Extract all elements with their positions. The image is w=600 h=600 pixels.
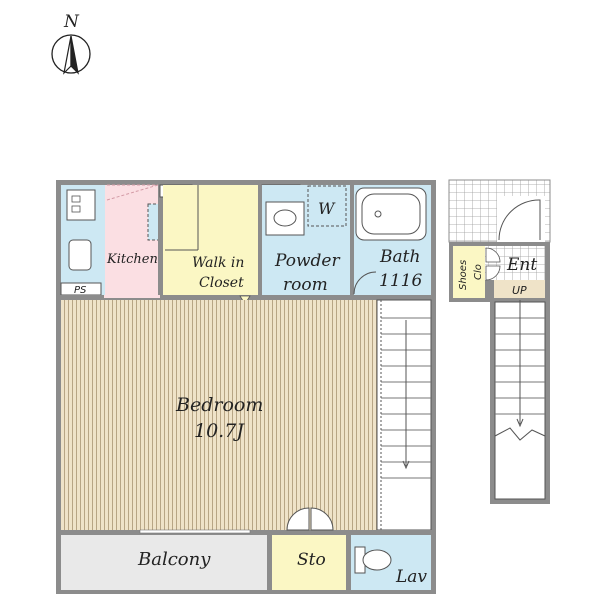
bedroom-label-line2: 10.7J — [194, 420, 245, 442]
cooktop-icon — [66, 189, 96, 221]
wash-basin-icon — [273, 209, 297, 227]
toilet-icon — [362, 549, 392, 571]
bathtub-drain-icon — [374, 210, 382, 218]
lavatory-wall — [346, 535, 351, 590]
compass-label: N — [63, 12, 80, 32]
burner-icon — [71, 195, 81, 203]
shoes-closet — [453, 246, 485, 298]
powder-room-label-line1: Powder — [274, 251, 340, 271]
balcony — [61, 535, 267, 590]
staircase — [376, 299, 432, 531]
entry-door-area — [497, 196, 545, 242]
closet-label-line2: Closet — [199, 275, 244, 291]
storage-wall — [267, 535, 272, 590]
bedroom-label-line1: Bedroom — [175, 394, 263, 416]
entry-door-swing — [498, 199, 541, 241]
bathtub-inner — [361, 193, 421, 235]
walk-in-closet — [163, 185, 258, 295]
storage-label: Sto — [297, 550, 326, 570]
closet-label-line1: Walk in — [192, 255, 244, 271]
pipe-space-label: PS — [74, 285, 87, 296]
storage-door-left — [286, 507, 310, 531]
bath-door-swing — [353, 271, 377, 295]
washer-space — [307, 185, 347, 227]
compass: N — [51, 12, 91, 75]
north-arrow-right-half — [70, 35, 79, 75]
stair-arrowhead-icon — [402, 460, 410, 470]
kitchen-upper-cabinet — [106, 184, 159, 201]
stair-landing — [494, 280, 545, 298]
burner-icon — [71, 205, 81, 213]
kitchen-label: Kitchen — [106, 252, 158, 267]
shoes-closet-label-line1: Shoes — [458, 260, 469, 290]
annex-stair-arrowhead-icon — [516, 418, 524, 428]
bath-label-line1: Bath — [379, 247, 420, 267]
bath-wall — [350, 185, 354, 295]
bedroom — [61, 300, 377, 530]
storage-door-right — [310, 507, 334, 531]
bath-label-line2: 1116 — [379, 271, 422, 291]
balcony-window — [139, 529, 251, 534]
shoes-closet-label-line2: Clo — [473, 264, 484, 280]
entrance-door-swing — [485, 265, 501, 281]
lavatory-label: Lav — [395, 567, 427, 587]
washer-label: W — [318, 199, 336, 218]
sink-icon — [68, 239, 92, 271]
powder-room-wall — [258, 185, 262, 295]
closet-wall — [158, 200, 163, 295]
stair-break-line — [494, 427, 546, 441]
entrance-door-swing — [485, 247, 501, 263]
entrance-label: Ent — [506, 255, 537, 275]
balcony-label: Balcony — [137, 549, 211, 570]
storage — [272, 535, 346, 590]
kitchen-opening — [104, 295, 160, 298]
stairs-up-label: UP — [512, 284, 527, 297]
powder-room-label-line2: room — [283, 275, 328, 295]
